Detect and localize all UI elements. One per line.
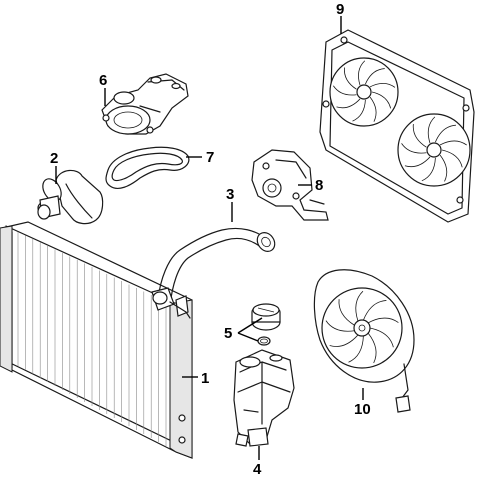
- fan-blade: [439, 154, 448, 182]
- callout-3: 3: [226, 186, 234, 203]
- fan-blade: [336, 98, 361, 109]
- callout-6: 6: [99, 72, 107, 89]
- fan-blade: [363, 300, 387, 321]
- callout-leaders: [55, 16, 364, 460]
- upper-hose: [151, 227, 276, 319]
- callout-numbers: 1 2 3 4 5 6 7 8 9 10: [50, 1, 371, 478]
- callout-2: 2: [50, 150, 58, 167]
- dual-fan-assembly: [319, 29, 475, 223]
- fan-blade: [338, 299, 355, 326]
- fan-blade: [358, 60, 366, 86]
- callout-1: 1: [201, 370, 209, 387]
- callout-9: 9: [336, 1, 344, 18]
- fan-blade: [333, 85, 357, 96]
- fan-blade: [412, 124, 427, 148]
- fan-blade: [367, 317, 399, 324]
- callout-5: 5: [224, 325, 232, 342]
- thermostat-housing: [101, 73, 189, 135]
- fan-blade: [355, 290, 364, 322]
- fan-blade: [401, 143, 427, 154]
- radiator: [0, 221, 193, 459]
- callout-8: 8: [315, 177, 323, 194]
- callout-7: 7: [206, 149, 214, 166]
- fan-blade: [365, 68, 385, 85]
- gasket: [105, 146, 190, 190]
- fan-blade: [369, 96, 377, 122]
- fan-blade: [371, 91, 392, 109]
- expansion-tank: [233, 349, 295, 447]
- fan-blade: [329, 334, 359, 347]
- fan-blade: [352, 99, 366, 122]
- fan-blade: [369, 82, 396, 88]
- fan-blade: [435, 124, 456, 143]
- fan-blade: [369, 327, 394, 348]
- hose-elbow: [37, 169, 104, 225]
- fan-blade: [348, 335, 364, 363]
- fan-blade: [441, 149, 463, 168]
- fan-blade: [421, 157, 436, 182]
- fan-blade: [344, 67, 357, 90]
- callout-4: 4: [253, 461, 262, 478]
- fan-blade: [367, 332, 377, 364]
- single-fan: [313, 269, 415, 413]
- callout-10: 10: [354, 401, 371, 418]
- fan-blade: [325, 320, 355, 332]
- fan-blade: [404, 156, 431, 168]
- fan-blade: [439, 140, 467, 146]
- water-pump: [251, 149, 329, 221]
- fan-blade: [427, 116, 436, 144]
- cap-and-seal: [251, 303, 281, 346]
